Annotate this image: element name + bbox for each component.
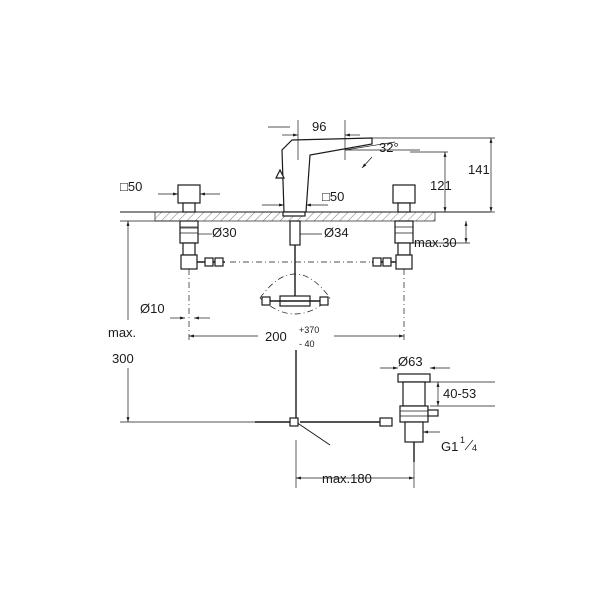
dim-max-180: max.180	[295, 440, 415, 488]
dim-dia-34-label: Ø34	[324, 225, 349, 240]
dim-square-50-left-label: □50	[120, 179, 142, 194]
dim-square-50-center: □50	[262, 189, 344, 207]
dim-thread: G1 1 4	[423, 430, 477, 454]
center-shank	[230, 220, 370, 315]
dim-spread-minus-label: - 40	[299, 339, 315, 349]
dim-range-40-53-label: 40-53	[443, 386, 476, 401]
dim-thread-label: G1	[441, 439, 458, 454]
dim-heights: 141 121	[372, 137, 495, 213]
dim-angle-label: 32°	[379, 140, 399, 155]
dim-dia-30-label: Ø30	[212, 225, 237, 240]
dim-dia-30: Ø30	[180, 225, 237, 240]
left-valve	[177, 184, 225, 340]
drain-assembly	[255, 350, 439, 462]
dim-max-300: max. 300	[108, 220, 290, 423]
dim-angle: 32°	[344, 140, 420, 169]
dim-square-50-center-label: □50	[322, 189, 344, 204]
dim-thread-num: 1	[460, 435, 465, 445]
dim-dia-63-label: Ø63	[398, 354, 423, 369]
spout	[268, 126, 373, 217]
dim-max-300-label: 300	[112, 351, 134, 366]
dim-spread-200-label: 200	[265, 329, 287, 344]
dim-spread-plus-label: +370	[299, 325, 319, 335]
dim-96-label: 96	[312, 119, 326, 134]
dim-dia-10-label: Ø10	[140, 301, 165, 316]
dim-max-180-label: max.180	[322, 471, 372, 486]
dim-thread-den: 4	[472, 443, 477, 453]
dim-spread-200: 200 +370 - 40	[189, 325, 404, 349]
dim-range-40-53: 40-53	[430, 381, 495, 407]
dim-121-label: 121	[430, 178, 452, 193]
dim-dia-10: Ø10	[140, 301, 210, 320]
dim-max-30: max.30	[413, 221, 470, 250]
dim-max-30-label: max.30	[414, 235, 457, 250]
dim-max-label: max.	[108, 325, 136, 340]
dim-square-50-left: □50	[120, 179, 220, 196]
dim-dia-34: Ø34	[300, 225, 349, 240]
right-valve	[372, 184, 416, 340]
dim-dia-63: Ø63	[380, 354, 450, 370]
dim-141-label: 141	[468, 162, 490, 177]
dim-96: 96	[282, 119, 360, 160]
